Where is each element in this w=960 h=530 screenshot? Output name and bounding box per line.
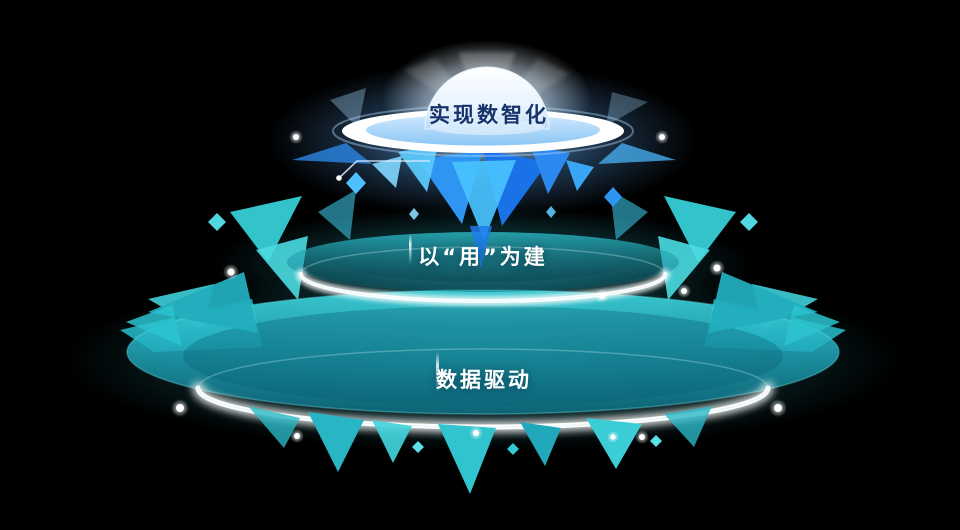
highlight-dots-middle <box>223 260 725 303</box>
tier-middle-label: 以“用”为建 <box>418 245 548 269</box>
blue-fragment-burst <box>292 143 676 268</box>
light-pillar-bottom <box>436 352 439 392</box>
highlight-dots-bottom <box>171 399 787 444</box>
tier-middle-platform <box>126 190 840 346</box>
dome <box>424 66 550 130</box>
light-pillar-middle <box>409 234 412 264</box>
tier-top-label: 实现数智化 <box>429 103 549 127</box>
tier-top-platform <box>268 40 698 268</box>
highlight-dots-top <box>289 130 669 144</box>
tier-bottom-label: 数据驱动 <box>436 368 532 392</box>
tier-bottom-platform <box>63 268 903 494</box>
callout-line <box>336 160 430 181</box>
